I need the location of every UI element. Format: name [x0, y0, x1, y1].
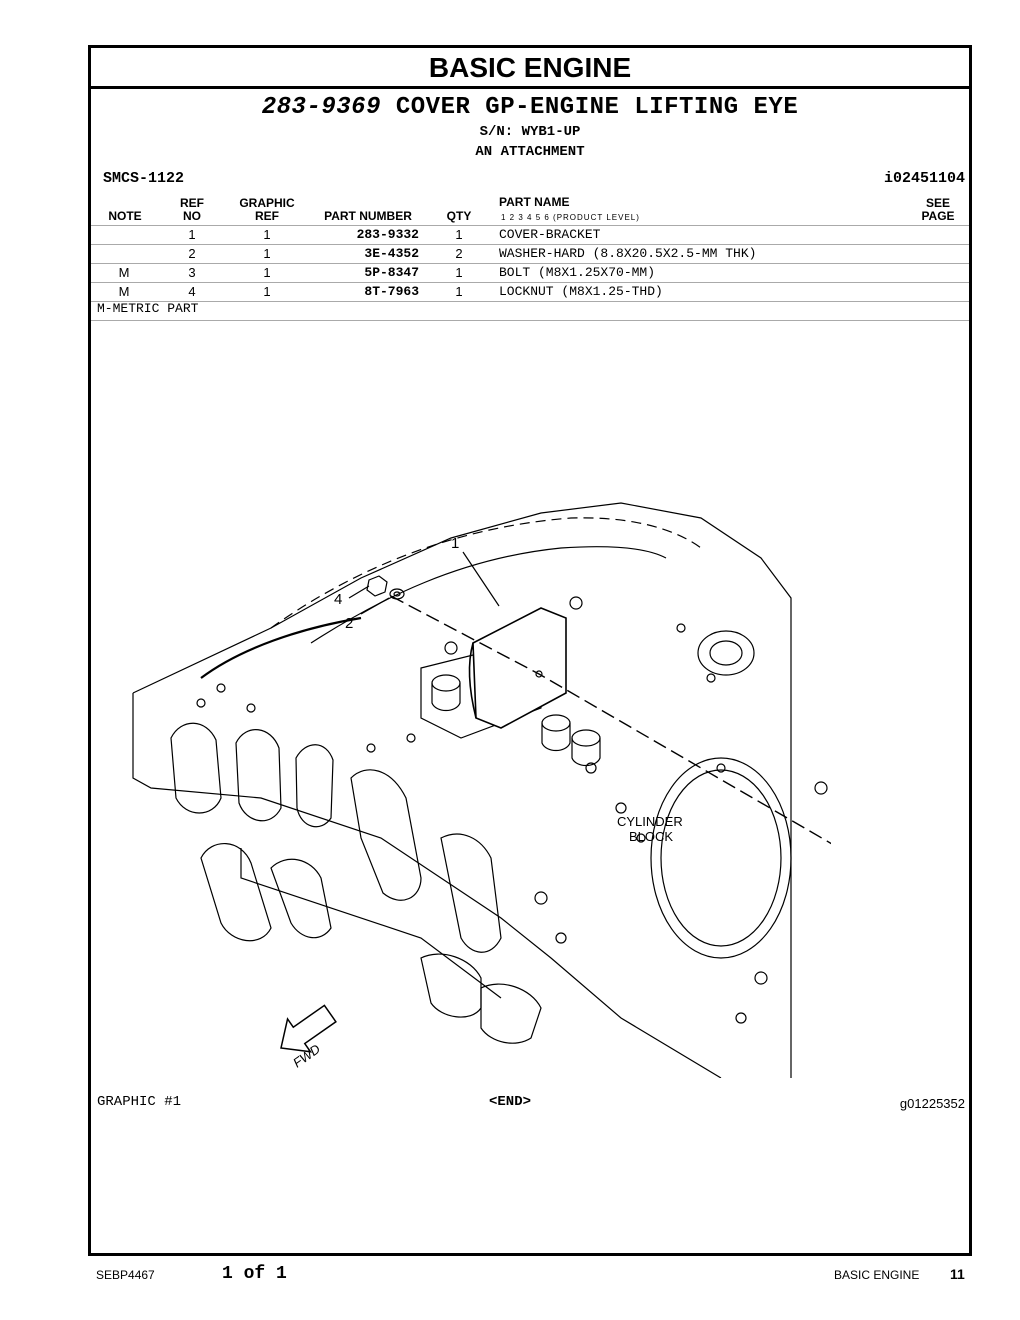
row-ref: 1: [188, 227, 196, 242]
fwd-arrow-icon: [280, 1004, 337, 1053]
exploded-view-illustration: 1 4 2 2 3 CYLINDER BLOCK FWD: [132, 502, 831, 1078]
footer-section: BASIC ENGINE: [834, 1268, 920, 1282]
footer-doc-number: SEBP4467: [96, 1268, 155, 1282]
row-part-name: BOLT (M8X1.25X70-MM): [499, 265, 656, 280]
header-ref-bottom: NO: [183, 209, 201, 223]
row-part-number: 283-9332: [356, 227, 419, 242]
header-part-name: PART NAME: [499, 195, 570, 209]
header-see-top: SEE: [925, 196, 950, 210]
row-ref: 2: [188, 246, 196, 261]
row-divider: [91, 301, 969, 302]
cylinder-block-label-1: CYLINDER: [617, 814, 683, 829]
row-qty: 1: [455, 227, 463, 242]
header-ref: REF NO: [175, 197, 209, 223]
header-note: NOTE: [108, 209, 142, 223]
page-frame: BASIC ENGINE 283-9369 COVER GP-ENGINE LI…: [88, 45, 972, 1256]
doc-id: i02451104: [883, 170, 965, 187]
header-graphic-top: GRAPHIC: [239, 196, 295, 210]
callout-2-left: 2: [345, 615, 353, 632]
row-part-number: 3E-4352: [364, 246, 419, 261]
row-ref: 3: [188, 265, 196, 280]
section-title: BASIC ENGINE: [91, 48, 969, 89]
cylinder-block-label-2: BLOCK: [629, 829, 673, 844]
row-graphic: 1: [263, 284, 271, 299]
row-part-name: LOCKNUT (M8X1.25-THD): [499, 284, 663, 299]
row-part-number: 8T-7963: [364, 284, 419, 299]
row-qty: 1: [455, 265, 463, 280]
header-see-page: SEE PAGE: [913, 197, 963, 223]
row-part-name: COVER-BRACKET: [499, 227, 601, 242]
row-part-number: 5P-8347: [364, 265, 419, 280]
table-row: M 4 1 8T-7963 1 LOCKNUT (M8X1.25-THD): [91, 282, 969, 301]
serial-number: S/N: WYB1-UP: [479, 124, 581, 140]
group-name: COVER GP-ENGINE LIFTING EYE: [395, 94, 799, 121]
graphic-label: GRAPHIC #1: [97, 1094, 182, 1110]
row-graphic: 1: [263, 246, 271, 261]
group-part-number: 283-9369: [261, 94, 381, 121]
row-ref: 4: [188, 284, 196, 299]
row-note: M: [118, 284, 130, 299]
metric-footnote: M-METRIC PART: [97, 301, 199, 316]
row-graphic: 1: [263, 265, 271, 280]
footer-page-number: 11: [950, 1266, 965, 1282]
table-row: 1 1 283-9332 1 COVER-BRACKET: [91, 225, 969, 244]
row-part-name: WASHER-HARD (8.8X20.5X2.5-MM THK): [499, 246, 757, 261]
header-product-levels: 1 2 3 4 5 6 (PRODUCT LEVEL): [501, 213, 640, 222]
row-graphic: 1: [263, 227, 271, 242]
table-bottom-rule: [91, 320, 969, 321]
group-title: 283-9369 COVER GP-ENGINE LIFTING EYE: [91, 94, 969, 121]
header-graphic-bottom: REF: [255, 209, 279, 223]
footer-page-of: 1 of 1: [222, 1264, 287, 1284]
graphic-id: g01225352: [899, 1096, 965, 1111]
table-row: M 3 1 5P-8347 1 BOLT (M8X1.25X70-MM): [91, 263, 969, 282]
header-ref-top: REF: [180, 196, 204, 210]
callout-4: 4: [334, 591, 342, 608]
attachment-label: AN ATTACHMENT: [475, 144, 585, 160]
callout-1: 1: [451, 535, 459, 552]
row-qty: 1: [455, 284, 463, 299]
header-qty: QTY: [446, 209, 472, 223]
header-part-number: PART NUMBER: [324, 209, 412, 223]
header-graphic: GRAPHIC REF: [231, 197, 303, 223]
table-row: 2 1 3E-4352 2 WASHER-HARD (8.8X20.5X2.5-…: [91, 244, 969, 263]
end-label: <END>: [489, 1094, 532, 1110]
header-see-bottom: PAGE: [921, 209, 955, 223]
row-qty: 2: [455, 246, 463, 261]
row-note: M: [118, 265, 130, 280]
smcs-code: SMCS-1122: [103, 170, 185, 187]
